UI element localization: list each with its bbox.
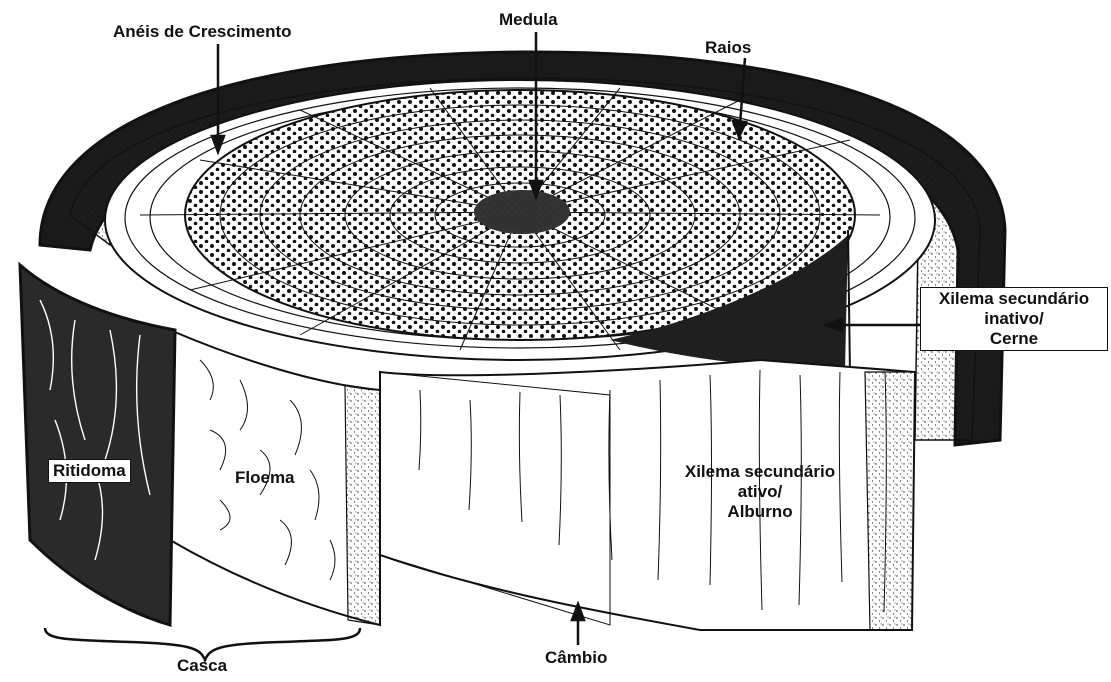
label-raios: Raios bbox=[705, 38, 751, 58]
label-ritidoma: Ritidoma bbox=[48, 459, 131, 483]
label-cerne-box: Xilema secundário inativo/ Cerne bbox=[920, 287, 1108, 351]
label-cerne-line2: inativo/ bbox=[925, 309, 1103, 329]
label-cerne-line1: Xilema secundário bbox=[925, 289, 1103, 309]
label-medula: Medula bbox=[499, 10, 558, 30]
label-alburno-line3: Alburno bbox=[660, 502, 860, 522]
label-cambio: Câmbio bbox=[545, 648, 607, 668]
label-alburno: Xilema secundário ativo/ Alburno bbox=[660, 462, 860, 522]
label-aneis: Anéis de Crescimento bbox=[113, 22, 292, 42]
label-casca: Casca bbox=[177, 656, 227, 676]
label-alburno-line2: ativo/ bbox=[660, 482, 860, 502]
rhytidome-block bbox=[20, 265, 175, 625]
label-floema: Floema bbox=[235, 468, 295, 488]
label-alburno-line1: Xilema secundário bbox=[660, 462, 860, 482]
label-cerne-line3: Cerne bbox=[925, 329, 1103, 349]
